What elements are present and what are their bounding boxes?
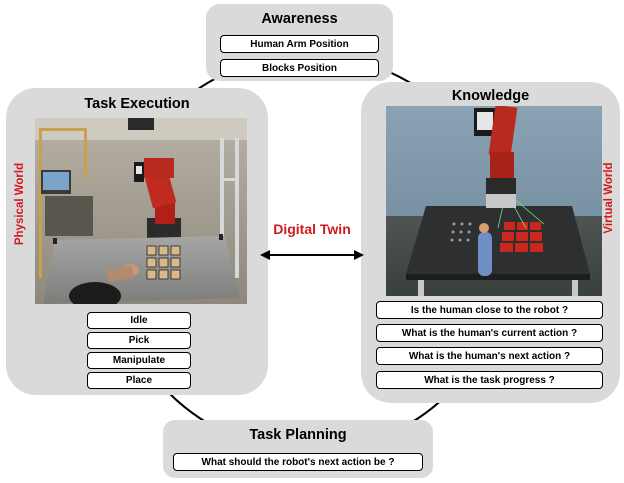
digital-twin-label: Digital Twin (273, 221, 351, 237)
state-manipulate-box: Manipulate (87, 352, 191, 369)
physical-robot-photo (35, 118, 247, 304)
task-execution-panel: Task Execution Physical World (6, 88, 268, 395)
question-human-close-box: Is the human close to the robot ? (376, 301, 603, 319)
state-idle-box: Idle (87, 312, 191, 329)
awareness-panel: Awareness Human Arm Position Blocks Posi… (206, 4, 393, 81)
knowledge-panel: Knowledge Virtual World (361, 82, 620, 403)
awareness-title: Awareness (261, 11, 338, 27)
virtual-simulation-image (386, 106, 602, 296)
task-planning-panel: Task Planning What should the robot's ne… (163, 420, 433, 478)
physical-world-label: Physical World (14, 162, 26, 246)
human-arm-position-box: Human Arm Position (220, 35, 379, 53)
state-pick-box: Pick (87, 332, 191, 349)
question-current-action-box: What is the human's current action ? (376, 324, 603, 342)
question-task-progress-box: What is the task progress ? (376, 371, 603, 389)
bidirectional-arrow-icon (260, 250, 364, 260)
task-execution-title: Task Execution (84, 96, 190, 112)
task-planning-title: Task Planning (249, 427, 347, 443)
question-next-action-box: What is the human's next action ? (376, 347, 603, 365)
knowledge-title: Knowledge (451, 88, 530, 104)
next-action-question-box: What should the robot's next action be ? (173, 453, 423, 471)
blocks-position-box: Blocks Position (220, 59, 379, 77)
virtual-world-label: Virtual World (603, 162, 615, 234)
state-place-box: Place (87, 372, 191, 389)
